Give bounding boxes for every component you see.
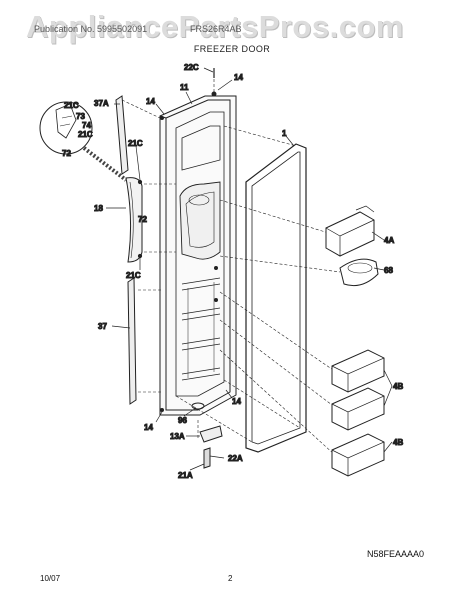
callout-4a: 4A [384,236,394,245]
page-number: 2 [228,574,233,583]
callout-74: 74 [82,121,91,130]
leader-dashes [121,74,341,457]
callout-14-top: 14 [234,73,243,82]
door-handle [125,177,143,263]
callout-72-a: 72 [62,149,71,158]
model-number: FRS26R4AB [190,24,242,34]
callout-72-b: 72 [138,215,147,224]
diagram-code: N58FEAAAA0 [367,549,425,559]
watermark-logo: AppliancePartsPros.com [26,9,404,44]
callout-21c-b: 21C [78,130,93,139]
callout-96: 96 [178,416,187,425]
callout-21c-c: 21C [128,139,143,148]
callout-73: 73 [76,112,85,121]
callout-11: 11 [180,83,189,92]
callout-14-bottom-left: 14 [144,423,153,432]
trim-37a [115,95,129,175]
callout-37: 37 [98,322,107,331]
callout-13a: 13A [170,432,185,441]
trim-37 [127,277,137,405]
door-bins [325,205,385,477]
revision-date: 10/07 [40,574,61,583]
callout-68: 68 [384,266,393,275]
page-header: AppliancePartsPros.com Publication No. 5… [0,0,464,44]
callout-21a: 21A [178,471,193,480]
door-gasket [245,143,307,453]
door-panel [159,91,237,416]
callout-21c-d: 21C [126,271,141,280]
callout-4b-b: 4B [393,438,403,447]
callout-37a: 37A [94,99,109,108]
callout-18: 18 [94,204,103,213]
publication-number: Publication No. 5995502091 [34,24,148,34]
callout-4b-a: 4B [393,382,403,391]
detail-inset [39,101,128,182]
callout-22c: 22C [184,63,199,72]
callout-22a: 22A [228,454,243,463]
bottom-hinge-parts [191,68,223,469]
callout-1: 1 [282,129,287,138]
callout-21c-a: 21C [64,101,79,110]
leader-lines [106,67,393,471]
section-title: FREEZER DOOR [193,44,271,54]
callout-14-left: 14 [146,97,155,106]
callout-14-bottom-right: 14 [232,397,241,406]
